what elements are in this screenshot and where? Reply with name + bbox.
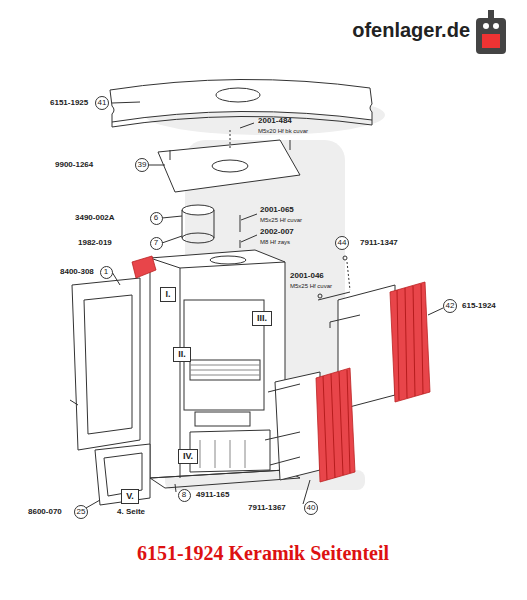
part-label: 3490-002A <box>75 214 115 222</box>
part-label: 7911-1347 <box>360 239 398 247</box>
node-text: I. <box>165 290 170 299</box>
node-text: V. <box>126 492 134 501</box>
section-box: II. <box>173 347 191 362</box>
part-label: M5x20 Hf bk cuvar <box>258 128 308 134</box>
part-label: 8400-308 <box>60 268 94 276</box>
part-label: 615-1924 <box>462 302 496 310</box>
node-text: 40 <box>307 504 316 512</box>
callout-number: 41 <box>95 96 109 110</box>
part-label: 2001-046 <box>290 272 324 280</box>
part-label: 8600-070 <box>28 508 62 516</box>
part-label: 7911-1367 <box>248 504 286 512</box>
part-label: 2001-484 <box>258 117 292 125</box>
part-label: 4911-165 <box>196 491 229 499</box>
callout-number: 1 <box>100 266 113 279</box>
part-label: 6151-1925 <box>50 99 88 107</box>
callout-number: 8 <box>178 489 191 502</box>
node-text: IV. <box>183 452 193 461</box>
node-text: 1 <box>104 268 108 276</box>
part-label: 1982-019 <box>78 239 112 247</box>
node-text: 42 <box>446 302 455 310</box>
part-label: M5x25 Hf cuvar <box>260 217 302 223</box>
node-text: 44 <box>338 239 347 247</box>
node-text: II. <box>178 350 186 359</box>
part-label: 9900-1264 <box>55 161 93 169</box>
node-text: 8 <box>182 491 186 499</box>
section-box: I. <box>160 287 175 302</box>
callout-number: 25 <box>74 505 88 519</box>
node-text: 41 <box>98 99 107 107</box>
part-label: 2002-007 <box>260 228 294 236</box>
node-text: 25 <box>77 508 86 516</box>
logo-text: ofenlager.de <box>352 20 470 40</box>
callout-number: 39 <box>135 158 149 172</box>
part-label: 2001-065 <box>260 206 294 214</box>
callout-number: 40 <box>304 501 318 515</box>
node-text: III. <box>257 314 267 323</box>
callout-number: 6 <box>150 212 163 225</box>
caption: 6151-1924 Keramik Seitenteil <box>137 543 389 563</box>
callout-number: 44 <box>335 236 349 250</box>
section-box: IV. <box>178 449 198 464</box>
part-label: M5x25 Hf cuvar <box>290 283 332 289</box>
section-box: III. <box>252 311 272 326</box>
node-text: 7 <box>154 239 158 247</box>
node-text: 39 <box>138 161 147 169</box>
logo-icon <box>476 10 506 54</box>
part-label: M8 Hf zays <box>260 239 290 245</box>
callout-number: 42 <box>443 299 457 313</box>
node-text: 6 <box>154 214 158 222</box>
section-box: V. <box>121 489 139 504</box>
callout-number: 7 <box>150 237 163 250</box>
part-label: 4. Seite <box>117 508 145 516</box>
